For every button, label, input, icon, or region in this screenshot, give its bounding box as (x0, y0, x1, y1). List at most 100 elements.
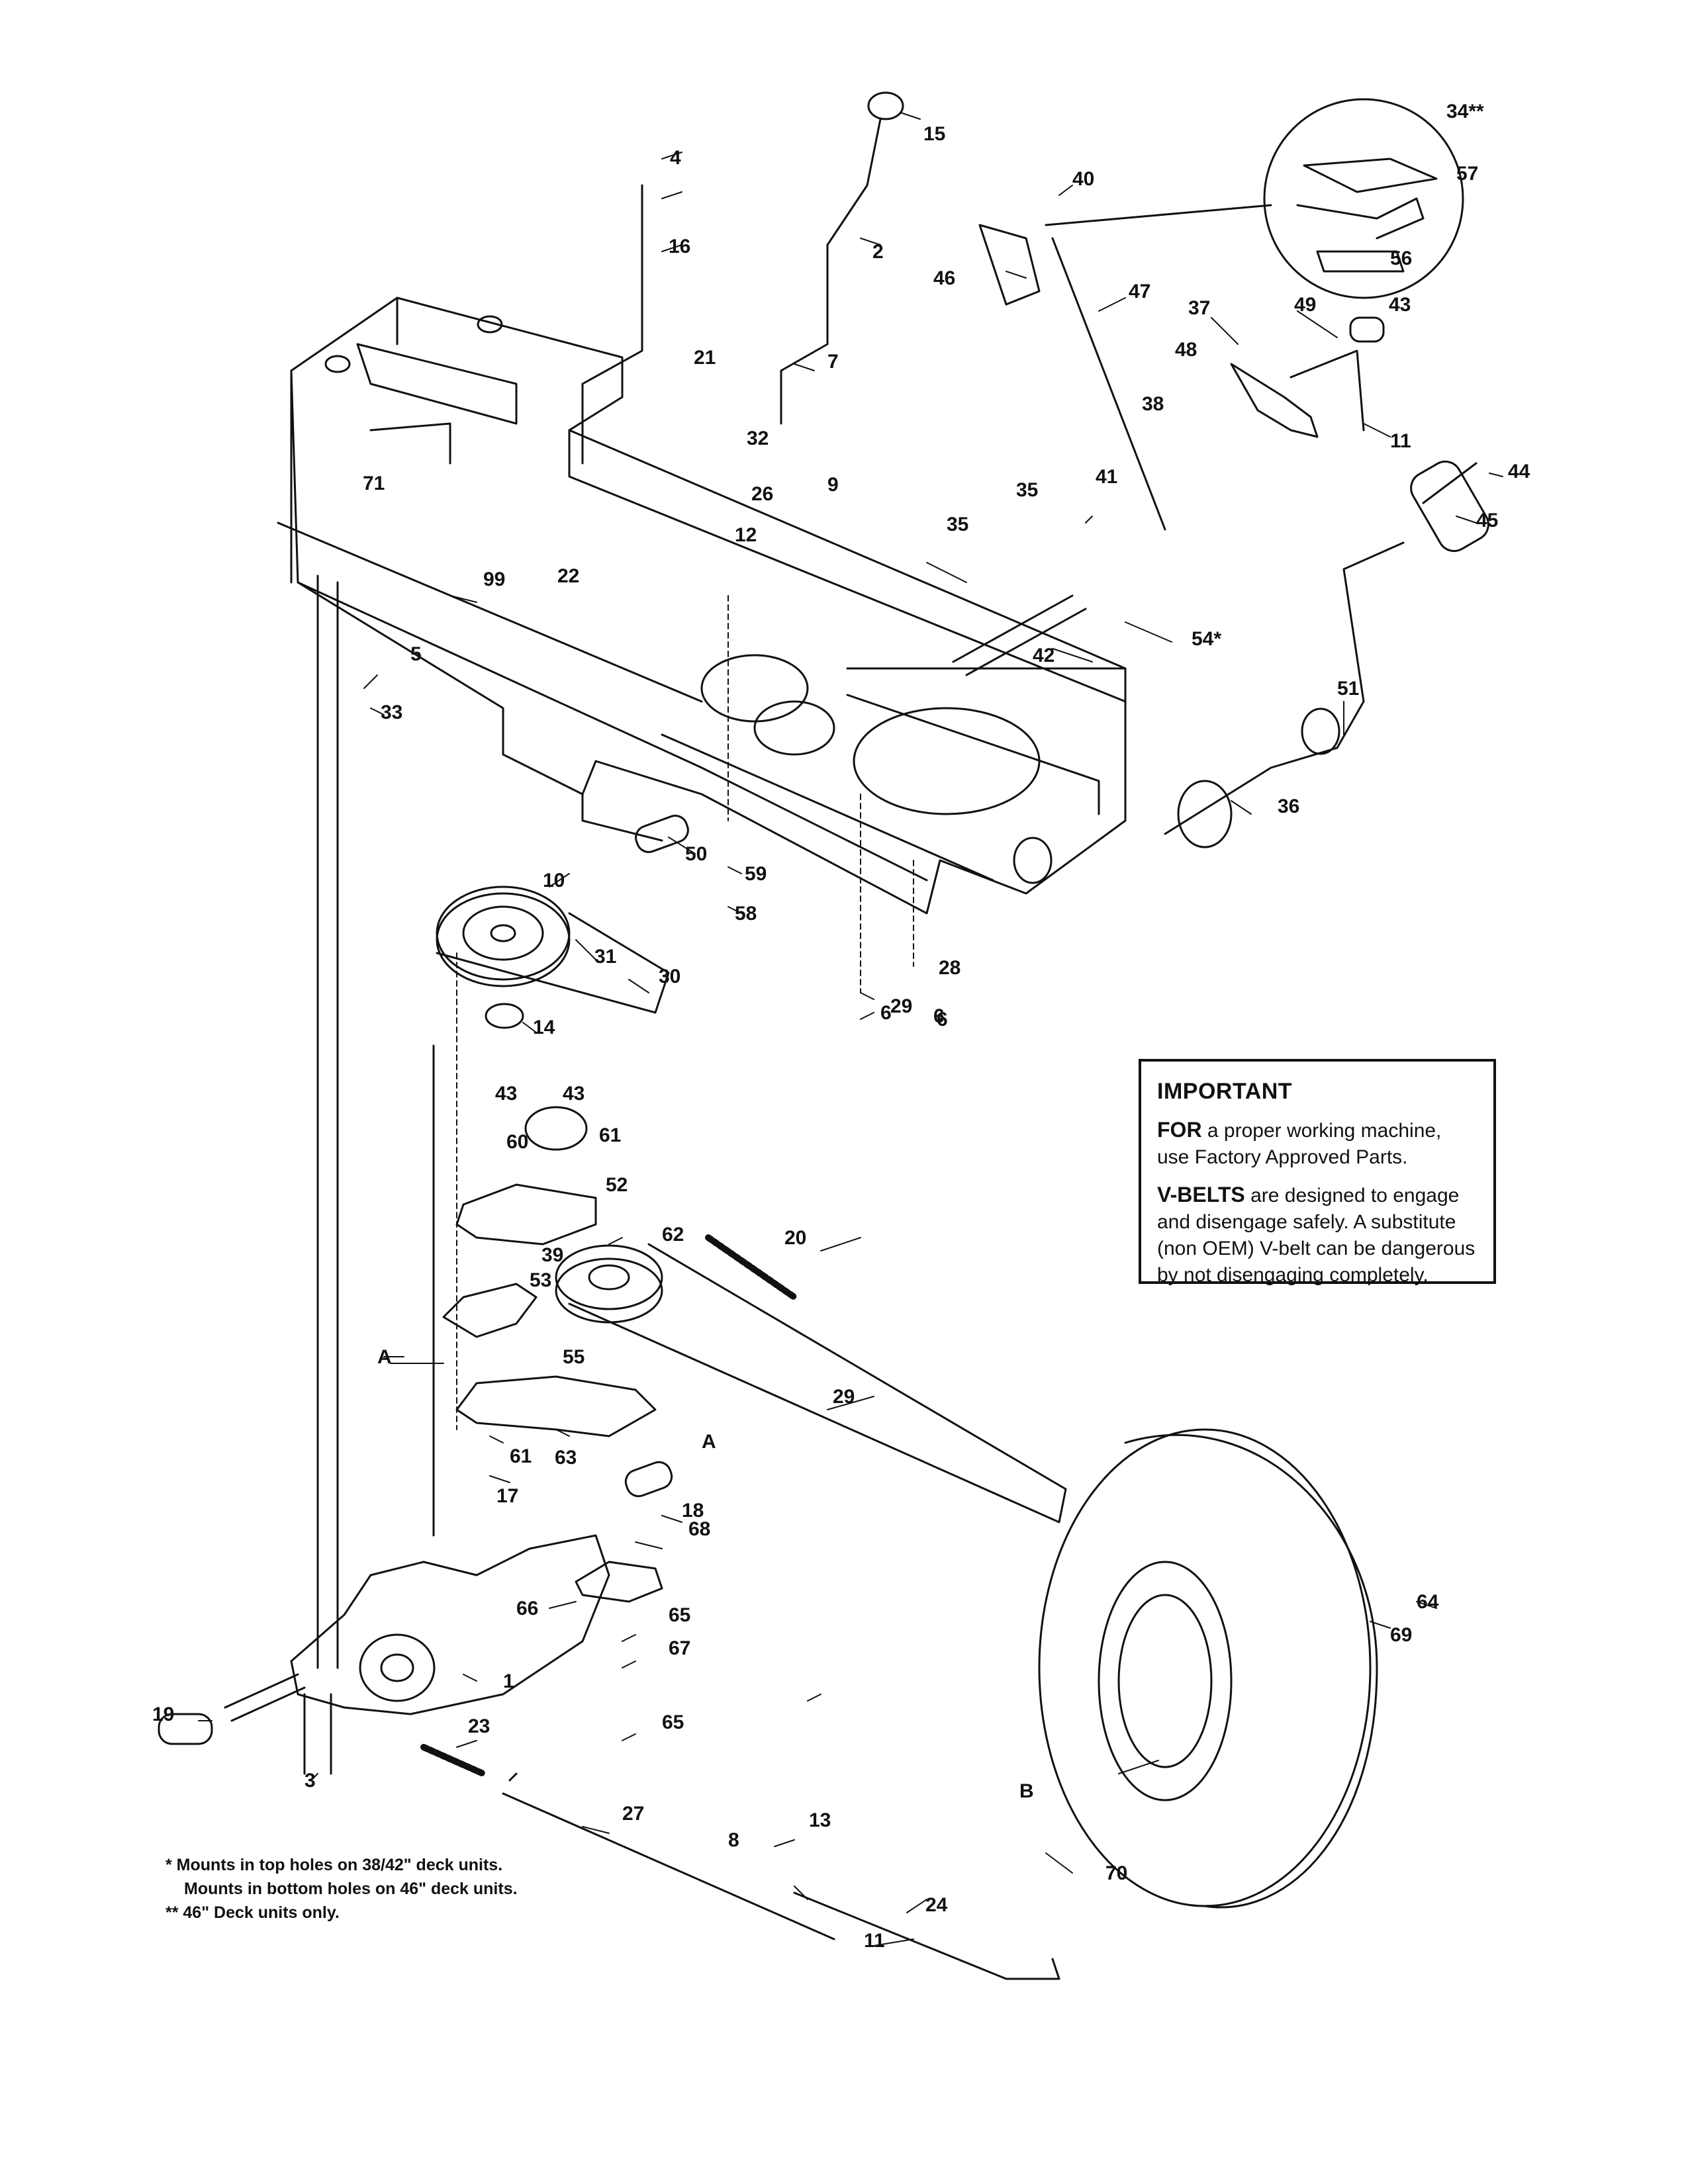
callout-40: 40 (1072, 168, 1094, 190)
transaxle (158, 1534, 610, 1775)
callout-6: 6 (937, 1009, 948, 1030)
callout-59: 59 (745, 863, 767, 885)
bracket-53 (455, 1183, 597, 1246)
callout-35: 35 (1016, 479, 1038, 501)
callout-3: 3 (305, 1770, 316, 1792)
callout-63: 63 (555, 1447, 577, 1469)
callout-5: 5 (410, 643, 422, 665)
callout-51: 51 (1337, 678, 1359, 700)
callout-20: 20 (784, 1227, 806, 1249)
callout-11: 11 (864, 1930, 885, 1952)
callout-30: 30 (659, 966, 680, 987)
callout-55: 55 (563, 1346, 585, 1368)
callout-11: 11 (1390, 430, 1411, 452)
callout-47: 47 (1129, 281, 1150, 302)
shift-lever (780, 91, 904, 425)
notice-para-belts: V-BELTS are designed to engage and disen… (1157, 1181, 1477, 1289)
callout-56: 56 (1390, 248, 1412, 269)
callout-16: 16 (669, 236, 690, 257)
detail-inset (1045, 98, 1464, 299)
callout-39: 39 (541, 1244, 563, 1266)
callout-12: 12 (735, 524, 757, 546)
callout-70: 70 (1105, 1862, 1127, 1884)
callout-52: 52 (606, 1174, 628, 1196)
callout-13: 13 (809, 1809, 831, 1831)
callout-43: 43 (1389, 294, 1411, 316)
bracket-38 (1230, 349, 1365, 438)
plate-54 (442, 1283, 538, 1338)
callout-17: 17 (496, 1485, 518, 1507)
footnotes: * Mounts in top holes on 38/42" deck uni… (165, 1853, 629, 1925)
callout-1: 1 (503, 1670, 514, 1692)
footnote-2: ** 46" Deck units only. (165, 1903, 340, 1922)
callout-29: 29 (890, 995, 912, 1017)
callout-a: A (702, 1431, 716, 1453)
callout-15: 15 (923, 123, 945, 145)
notice-text-belts: are designed to engage and disengage saf… (1157, 1185, 1476, 1286)
callout-6: 6 (933, 1005, 945, 1027)
callout-34starstar: 34** (1446, 101, 1484, 122)
callout-8: 8 (728, 1829, 739, 1851)
cross-shaft (952, 594, 1087, 676)
chassis-frame (277, 296, 1127, 915)
bushing-19 (624, 1461, 673, 1498)
bushing-50 (1349, 316, 1385, 343)
notice-lead-for: FOR (1157, 1118, 1202, 1142)
callout-38: 38 (1142, 393, 1164, 415)
callout-35: 35 (947, 514, 968, 535)
callout-42: 42 (1033, 645, 1055, 666)
callout-71: 71 (363, 473, 385, 494)
callout-4: 4 (670, 147, 681, 169)
callout-24: 24 (925, 1894, 948, 1916)
notice-title: IMPORTANT (1157, 1079, 1293, 1104)
callout-a: A (377, 1346, 392, 1368)
callout-65: 65 (669, 1604, 690, 1626)
spring-24 (420, 1744, 487, 1777)
lift-rod (581, 184, 643, 465)
vertical-rod (316, 574, 339, 1669)
callout-41: 41 (1096, 466, 1117, 488)
callout-33: 33 (381, 702, 402, 723)
footnote-1-line-2: Mounts in bottom holes on 46" deck units… (184, 1880, 518, 1898)
bushing-51 (635, 815, 689, 853)
callout-57: 57 (1456, 163, 1478, 185)
rod-26 (793, 1891, 1060, 1980)
parking-brake-47 (978, 224, 1041, 306)
callout-69: 69 (1390, 1624, 1412, 1646)
callout-7: 7 (827, 351, 839, 373)
spring-21 (705, 1234, 798, 1300)
callout-9: 9 (827, 474, 839, 496)
callout-26: 26 (751, 483, 773, 505)
callout-27: 27 (622, 1803, 644, 1825)
callout-23: 23 (468, 1715, 490, 1737)
callout-45: 45 (1476, 510, 1498, 531)
callout-31: 31 (594, 946, 616, 968)
callout-54star: 54* (1192, 628, 1221, 650)
transmission-pulley-63 (555, 1244, 663, 1324)
notice-para-parts: FOR a proper working machine, use Factor… (1157, 1116, 1477, 1171)
callout-19: 19 (152, 1704, 174, 1725)
bearing-14 (485, 1003, 524, 1029)
brake-pedal-assembly (1164, 460, 1489, 848)
callout-62: 62 (662, 1224, 684, 1246)
engine-pulley (436, 886, 670, 1014)
rod-28 (502, 1772, 835, 1940)
callout-43: 43 (563, 1083, 585, 1105)
callout-48: 48 (1175, 339, 1197, 361)
callout-61: 61 (510, 1445, 532, 1467)
callout-50: 50 (685, 843, 707, 865)
notice-text-parts: a proper working machine, use Factory Ap… (1157, 1120, 1442, 1168)
footnote-1-line-1: * Mounts in top holes on 38/42" deck uni… (165, 1856, 503, 1874)
brake-rod (1051, 237, 1166, 531)
callout-21: 21 (694, 347, 716, 369)
callout-28: 28 (939, 957, 961, 979)
bracket-67 (575, 1561, 663, 1603)
callout-53: 53 (530, 1269, 551, 1291)
callout-32: 32 (747, 428, 769, 449)
callout-67: 67 (669, 1637, 690, 1659)
callout-65: 65 (662, 1711, 684, 1733)
rear-wheel (1038, 1428, 1378, 1909)
callout-99: 99 (483, 569, 505, 590)
